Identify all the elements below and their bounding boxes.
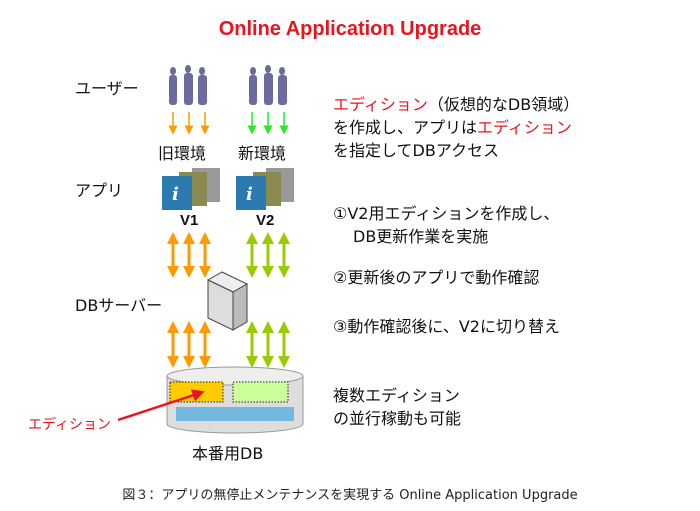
old-user-arrows [168, 112, 210, 135]
note-text: ①V2用エディションを作成し、 [333, 204, 560, 223]
label-edition: エディション [28, 417, 112, 433]
label-dbserver: DBサーバー [75, 296, 163, 315]
version-v2: V2 [256, 212, 275, 229]
svg-text:i: i [246, 184, 253, 205]
db-server-icon [206, 271, 249, 331]
app-v1-icon: i [162, 168, 220, 210]
note-text: を作成し、アプリは [333, 118, 478, 137]
note-text: を指定してDBアクセス [333, 141, 500, 160]
note-text: の並行稼動も可能 [333, 409, 462, 428]
users-old-icon [169, 65, 207, 105]
label-user: ユーザー [75, 79, 139, 98]
users-new-icon [249, 65, 287, 105]
app-db-arrows [167, 232, 290, 368]
diagram-title: Online Application Upgrade [218, 18, 482, 40]
note-text: DB更新作業を実施 [353, 227, 489, 246]
new-user-arrows [247, 112, 289, 135]
label-prod-db: 本番用DB [192, 444, 264, 463]
note-intro: エディション（仮想的なDB領域） を作成し、アプリはエディション を指定してDB… [333, 93, 579, 162]
note-multi: 複数エディション の並行稼動も可能 [333, 384, 461, 430]
edition-term: エディション [333, 95, 428, 114]
note-step1: ①V2用エディションを作成し、 DB更新作業を実施 [333, 202, 559, 248]
app-v2-icon: i [236, 168, 294, 210]
production-db-icon [166, 366, 304, 434]
note-step3: ③動作確認後に、V2に切り替え [333, 317, 560, 336]
svg-text:i: i [172, 184, 179, 205]
note-step2: ②更新後のアプリで動作確認 [333, 268, 540, 287]
figure-caption: 図３：アプリの無停止メンテナンスを実現する Online Application… [122, 488, 578, 503]
edition-pointer-arrow [117, 389, 205, 422]
env-old: 旧環境 [158, 144, 207, 163]
label-app: アプリ [75, 181, 124, 200]
note-text: （仮想的なDB領域） [427, 95, 580, 114]
version-v1: V1 [180, 212, 199, 229]
edition-term: エディション [477, 118, 572, 137]
note-text: 複数エディション [333, 386, 460, 405]
env-new: 新環境 [238, 144, 287, 163]
